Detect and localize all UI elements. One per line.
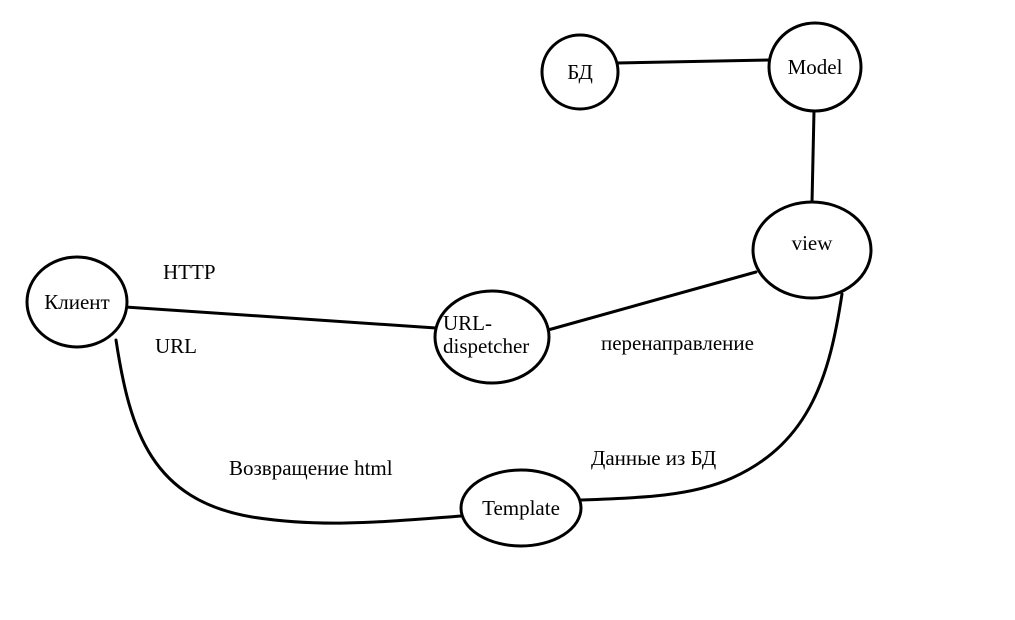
edge-view-template [579, 292, 844, 502]
node-view-label: view [792, 231, 834, 255]
node-dispatcher-label-line1: URL- [443, 311, 492, 335]
node-model-label: Model [788, 55, 843, 79]
node-db-shape [540, 33, 620, 111]
node-template-shape [459, 468, 583, 548]
node-view-shape [751, 200, 873, 300]
edge-client-template [114, 338, 463, 525]
edge-label-url: URL [155, 334, 197, 358]
node-client-shape [25, 255, 129, 349]
node-dispatcher-label-line2: dispetcher [443, 334, 529, 358]
edge-model-view [810, 109, 816, 205]
node-client-label: Клиент [44, 290, 109, 314]
edge-db-model [615, 58, 772, 65]
edge-view-dispatcher [546, 270, 758, 332]
edge-label-db-data: Данные из БД [591, 446, 716, 470]
node-db-label: БД [567, 60, 593, 84]
node-dispatcher-shape [433, 289, 551, 385]
node-model-shape [767, 21, 863, 113]
edge-client-dispatcher [124, 305, 438, 330]
edge-label-redirect: перенаправление [601, 331, 754, 355]
edge-label-return-html: Возвращение html [229, 456, 393, 480]
edge-label-http: HTTP [163, 260, 216, 284]
node-template-label: Template [482, 496, 560, 520]
